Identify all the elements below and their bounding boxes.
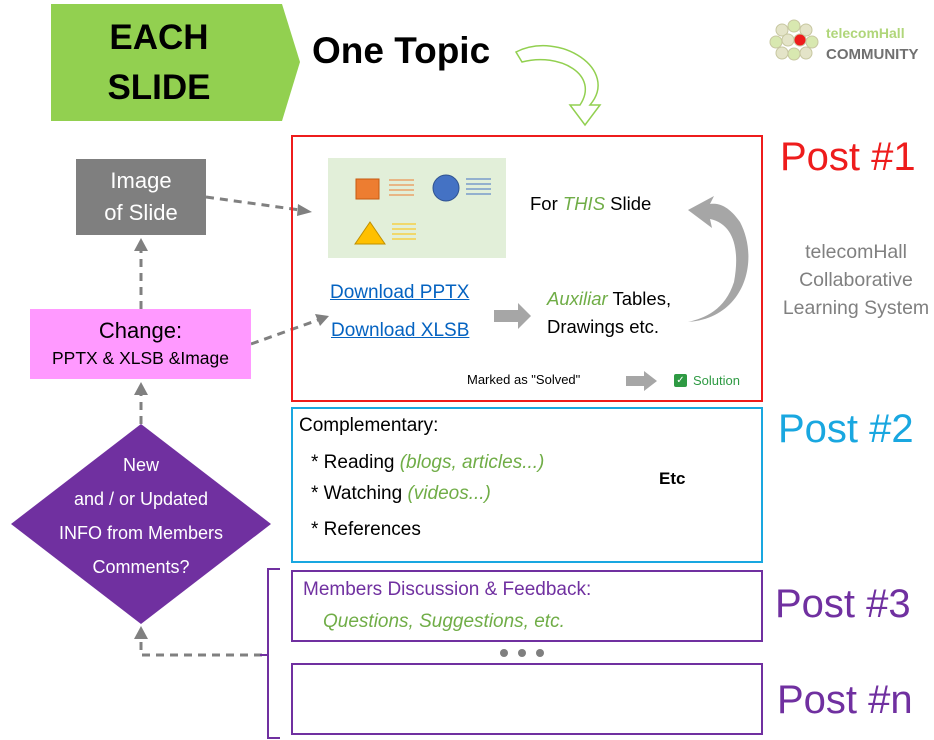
etc-text: Etc (659, 469, 686, 488)
post-1-label: Post #1 (780, 135, 916, 179)
checkmark-icon: ✓ (674, 374, 687, 387)
item-hint: (videos...) (407, 483, 491, 504)
download-xlsb-link[interactable]: Download XLSB (331, 320, 470, 341)
post-n-box (291, 663, 763, 735)
post-2-label: Post #2 (778, 407, 914, 451)
download-pptx-link[interactable]: Download PPTX (330, 282, 470, 303)
complementary-heading: Complementary: (299, 415, 439, 436)
change-subtitle: PPTX & XLSB &Image (51, 348, 230, 368)
auxiliar-line1: Auxiliar Tables, (547, 288, 671, 310)
decision-line: and / or Updated (73, 489, 209, 509)
image-of-slide-line2: of Slide (104, 200, 178, 225)
post-2-box (291, 407, 763, 563)
list-item: * References (311, 519, 421, 541)
list-item: * Watching (videos...) (311, 483, 491, 505)
item-text: * Reading (311, 452, 400, 473)
logo-community: COMMUNITY (826, 46, 919, 63)
marked-solved-text: Marked as "Solved" (467, 372, 581, 387)
auxiliar-rest: Tables, (607, 288, 672, 309)
image-of-slide-box: Image of Slide (76, 159, 206, 235)
each-slide-line1: EACH (109, 17, 209, 57)
decision-line: New (122, 455, 159, 475)
item-text: * Watching (311, 483, 408, 504)
for-emph: THIS (562, 193, 606, 214)
for-this-slide: For THIS Slide (530, 193, 651, 215)
solution-badge[interactable]: Solution (693, 373, 740, 388)
system-caption-line: Learning System (782, 297, 930, 319)
item-text: * References (311, 519, 421, 540)
discussion-heading: Members Discussion & Feedback: (303, 579, 592, 600)
decision-text: New and / or Updated INFO from Members C… (36, 448, 246, 584)
image-of-slide-line1: Image (110, 168, 172, 193)
decision-line: Comments? (92, 557, 190, 577)
system-caption: telecomHall Collaborative Learning Syste… (772, 238, 934, 322)
purple-bracket (260, 568, 280, 739)
system-caption-line: telecomHall (805, 241, 907, 263)
each-slide-line2: SLIDE (107, 67, 211, 107)
for-suffix: Slide (605, 193, 652, 214)
item-hint: (blogs, articles...) (399, 452, 545, 473)
list-item: * Reading (blogs, articles...) (311, 452, 544, 474)
post-3-box (291, 570, 763, 642)
each-slide-block: EACH SLIDE (51, 4, 267, 121)
post-3-label: Post #3 (775, 582, 911, 626)
curved-outline-arrow (514, 45, 602, 127)
discussion-subtext: Questions, Suggestions, etc. (323, 611, 565, 632)
one-topic-title: One Topic (312, 30, 491, 71)
change-title: Change: (98, 318, 183, 343)
auxiliar-emph: Auxiliar (547, 288, 608, 309)
post-1-box (291, 135, 763, 402)
post-n-label: Post #n (777, 678, 913, 722)
auxiliar-line2: Drawings etc. (547, 316, 660, 337)
decision-line: INFO from Members (58, 523, 223, 543)
logo-mark (769, 19, 819, 61)
change-box: Change: PPTX & XLSB &Image (30, 309, 251, 379)
logo-telecomhall: telecomHall (826, 25, 905, 41)
for-prefix: For (530, 193, 563, 214)
system-caption-line: Collaborative (799, 269, 913, 291)
header-chevron (267, 4, 300, 121)
